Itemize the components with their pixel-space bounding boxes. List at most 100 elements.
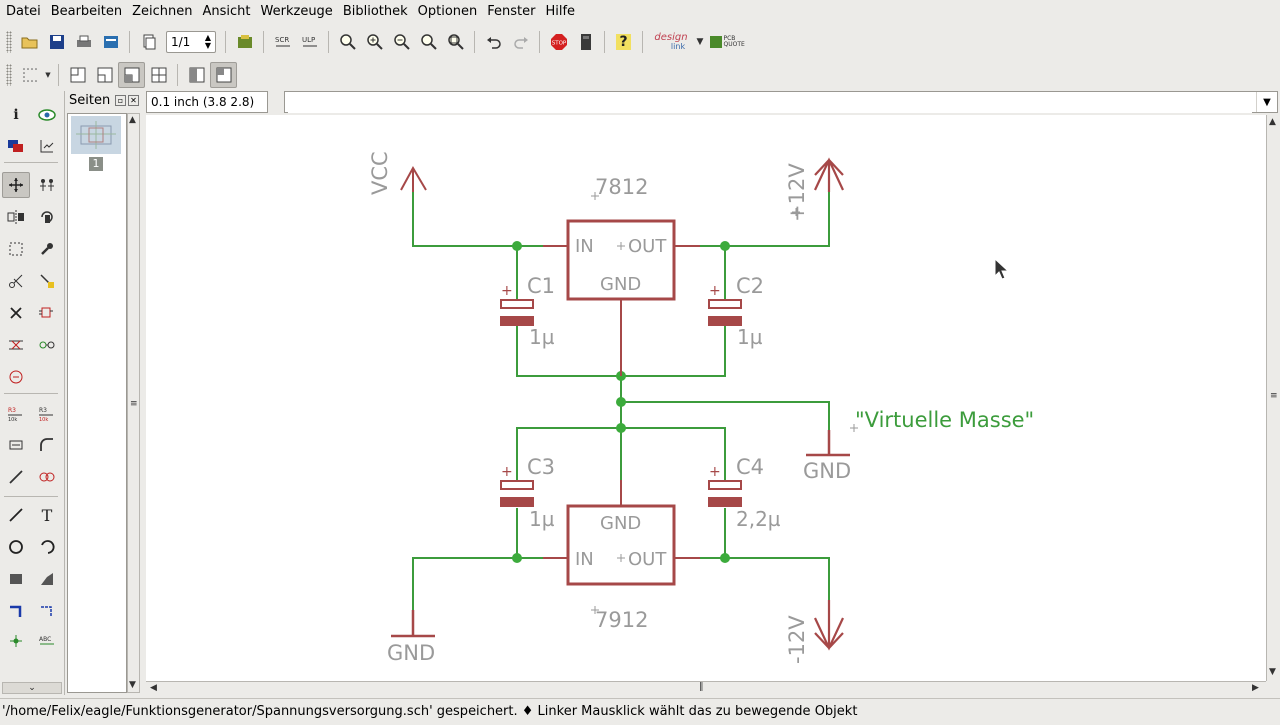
junction[interactable]	[512, 241, 522, 251]
page-thumbnail[interactable]	[71, 116, 121, 154]
go-button[interactable]	[572, 29, 599, 55]
net-label-virtual-ground[interactable]: "Virtuelle Masse"	[855, 408, 1034, 432]
c3-value[interactable]: 1µ	[529, 507, 555, 531]
add-tool[interactable]	[33, 300, 61, 326]
u2-name[interactable]: 7912	[595, 608, 648, 632]
miter-1-button[interactable]	[183, 62, 210, 88]
spin-arrows-icon[interactable]: ▲▼	[204, 33, 211, 50]
scroll-grip-icon[interactable]: ‖	[699, 682, 704, 692]
toolbar-expand[interactable]: ⌄	[2, 682, 62, 694]
c1-symbol[interactable]	[500, 299, 534, 326]
split-tool[interactable]	[2, 464, 30, 490]
board-switch-button[interactable]	[231, 29, 258, 55]
text-tool[interactable]: T	[33, 502, 61, 528]
show-tool[interactable]	[33, 102, 61, 128]
bus-tool[interactable]	[2, 598, 30, 624]
redraw-button[interactable]	[415, 29, 442, 55]
canvas-horizontal-scrollbar[interactable]: ◀ ‖ ▶	[146, 681, 1266, 695]
ulp-button[interactable]: ULP	[296, 29, 323, 55]
command-input[interactable]	[288, 93, 1252, 113]
delete-tool[interactable]	[2, 300, 30, 326]
menu-zeichnen[interactable]: Zeichnen	[132, 4, 193, 19]
smash-tool[interactable]	[2, 432, 30, 458]
wire-bend-1-button[interactable]	[64, 62, 91, 88]
rotate-tool[interactable]	[33, 204, 61, 230]
pinswap-tool[interactable]	[2, 332, 30, 358]
c2-name[interactable]: C2	[736, 274, 764, 298]
vcc-label[interactable]: VCC	[368, 151, 392, 195]
invoke-tool[interactable]	[33, 464, 61, 490]
menu-datei[interactable]: Datei	[6, 4, 41, 19]
sheet-selector[interactable]: 1/1▲▼	[166, 31, 216, 53]
designlink-dropdown[interactable]: ▼	[694, 29, 706, 55]
move-tool[interactable]	[2, 172, 30, 198]
junction[interactable]	[616, 423, 626, 433]
replace-tool[interactable]	[2, 364, 30, 390]
wire-bend-2-button[interactable]	[91, 62, 118, 88]
p12v-label[interactable]: +12V	[785, 163, 809, 222]
zoom-in-button[interactable]	[361, 29, 388, 55]
copy-tool[interactable]	[33, 172, 61, 198]
gnd-symbol-virtual[interactable]	[806, 430, 850, 457]
toolbar-grip[interactable]	[6, 31, 12, 53]
c1-name[interactable]: C1	[527, 274, 555, 298]
junction[interactable]	[512, 553, 522, 563]
scroll-down-icon[interactable]: ▼	[129, 680, 136, 690]
c4-symbol[interactable]	[708, 480, 742, 507]
undo-button[interactable]	[480, 29, 507, 55]
scroll-up-icon[interactable]: ▲	[129, 115, 136, 125]
menu-bibliothek[interactable]: Bibliothek	[342, 4, 408, 19]
arc-tool[interactable]	[33, 534, 61, 560]
wire-bend-3-button[interactable]	[118, 62, 145, 88]
zoom-out-button[interactable]	[388, 29, 415, 55]
zoom-fit-button[interactable]	[334, 29, 361, 55]
print-button[interactable]	[70, 29, 97, 55]
c4-value[interactable]: 2,2µ	[736, 507, 781, 531]
save-button[interactable]	[43, 29, 70, 55]
gnd-label-virtual[interactable]: GND	[803, 459, 851, 483]
script-button[interactable]: SCR	[269, 29, 296, 55]
display-tool[interactable]	[2, 133, 30, 159]
c2-value[interactable]: 1µ	[737, 325, 763, 349]
vcc-symbol[interactable]	[400, 165, 427, 192]
schematic-canvas[interactable]: + + + + VCC +12V -12V GND GND 7812 IN OU…	[146, 115, 1266, 681]
m12v-label[interactable]: -12V	[785, 615, 809, 664]
command-line[interactable]: ▼	[284, 91, 1278, 113]
cut-tool[interactable]	[2, 268, 30, 294]
float-icon[interactable]: ▫	[115, 95, 126, 106]
c3-symbol[interactable]	[500, 480, 534, 507]
junction[interactable]	[616, 397, 626, 407]
c1-value[interactable]: 1µ	[529, 325, 555, 349]
menu-bearbeiten[interactable]: Bearbeiten	[50, 4, 123, 19]
menu-ansicht[interactable]: Ansicht	[202, 4, 251, 19]
redo-button[interactable]	[507, 29, 534, 55]
designlink-button[interactable]: design link	[648, 29, 694, 55]
stop-button[interactable]: STOP	[545, 29, 572, 55]
group-tool[interactable]	[2, 236, 30, 262]
close-icon[interactable]: ✕	[128, 95, 139, 106]
miter-tool[interactable]	[33, 432, 61, 458]
gateswap-tool[interactable]	[33, 332, 61, 358]
wire-tool[interactable]	[2, 502, 30, 528]
menu-optionen[interactable]: Optionen	[417, 4, 478, 19]
mark-tool[interactable]	[33, 133, 61, 159]
net-tool[interactable]	[33, 598, 61, 624]
menu-hilfe[interactable]: Hilfe	[545, 4, 576, 19]
cam-button[interactable]	[97, 29, 124, 55]
p12v-symbol[interactable]	[814, 157, 844, 192]
grid-button[interactable]	[16, 62, 43, 88]
miter-2-button[interactable]	[210, 62, 237, 88]
pcb-quote-button[interactable]: PCB QUOTE	[706, 29, 746, 55]
grid-dropdown[interactable]: ▼	[43, 62, 53, 88]
polygon-tool[interactable]	[33, 566, 61, 592]
menu-werkzeuge[interactable]: Werkzeuge	[260, 4, 333, 19]
rect-tool[interactable]	[2, 566, 30, 592]
change-tool[interactable]	[33, 236, 61, 262]
junction[interactable]	[720, 241, 730, 251]
scroll-down-icon[interactable]: ▼	[1269, 667, 1276, 677]
mirror-tool[interactable]	[2, 204, 30, 230]
junction-tool[interactable]	[2, 628, 30, 654]
c2-symbol[interactable]	[708, 299, 742, 326]
